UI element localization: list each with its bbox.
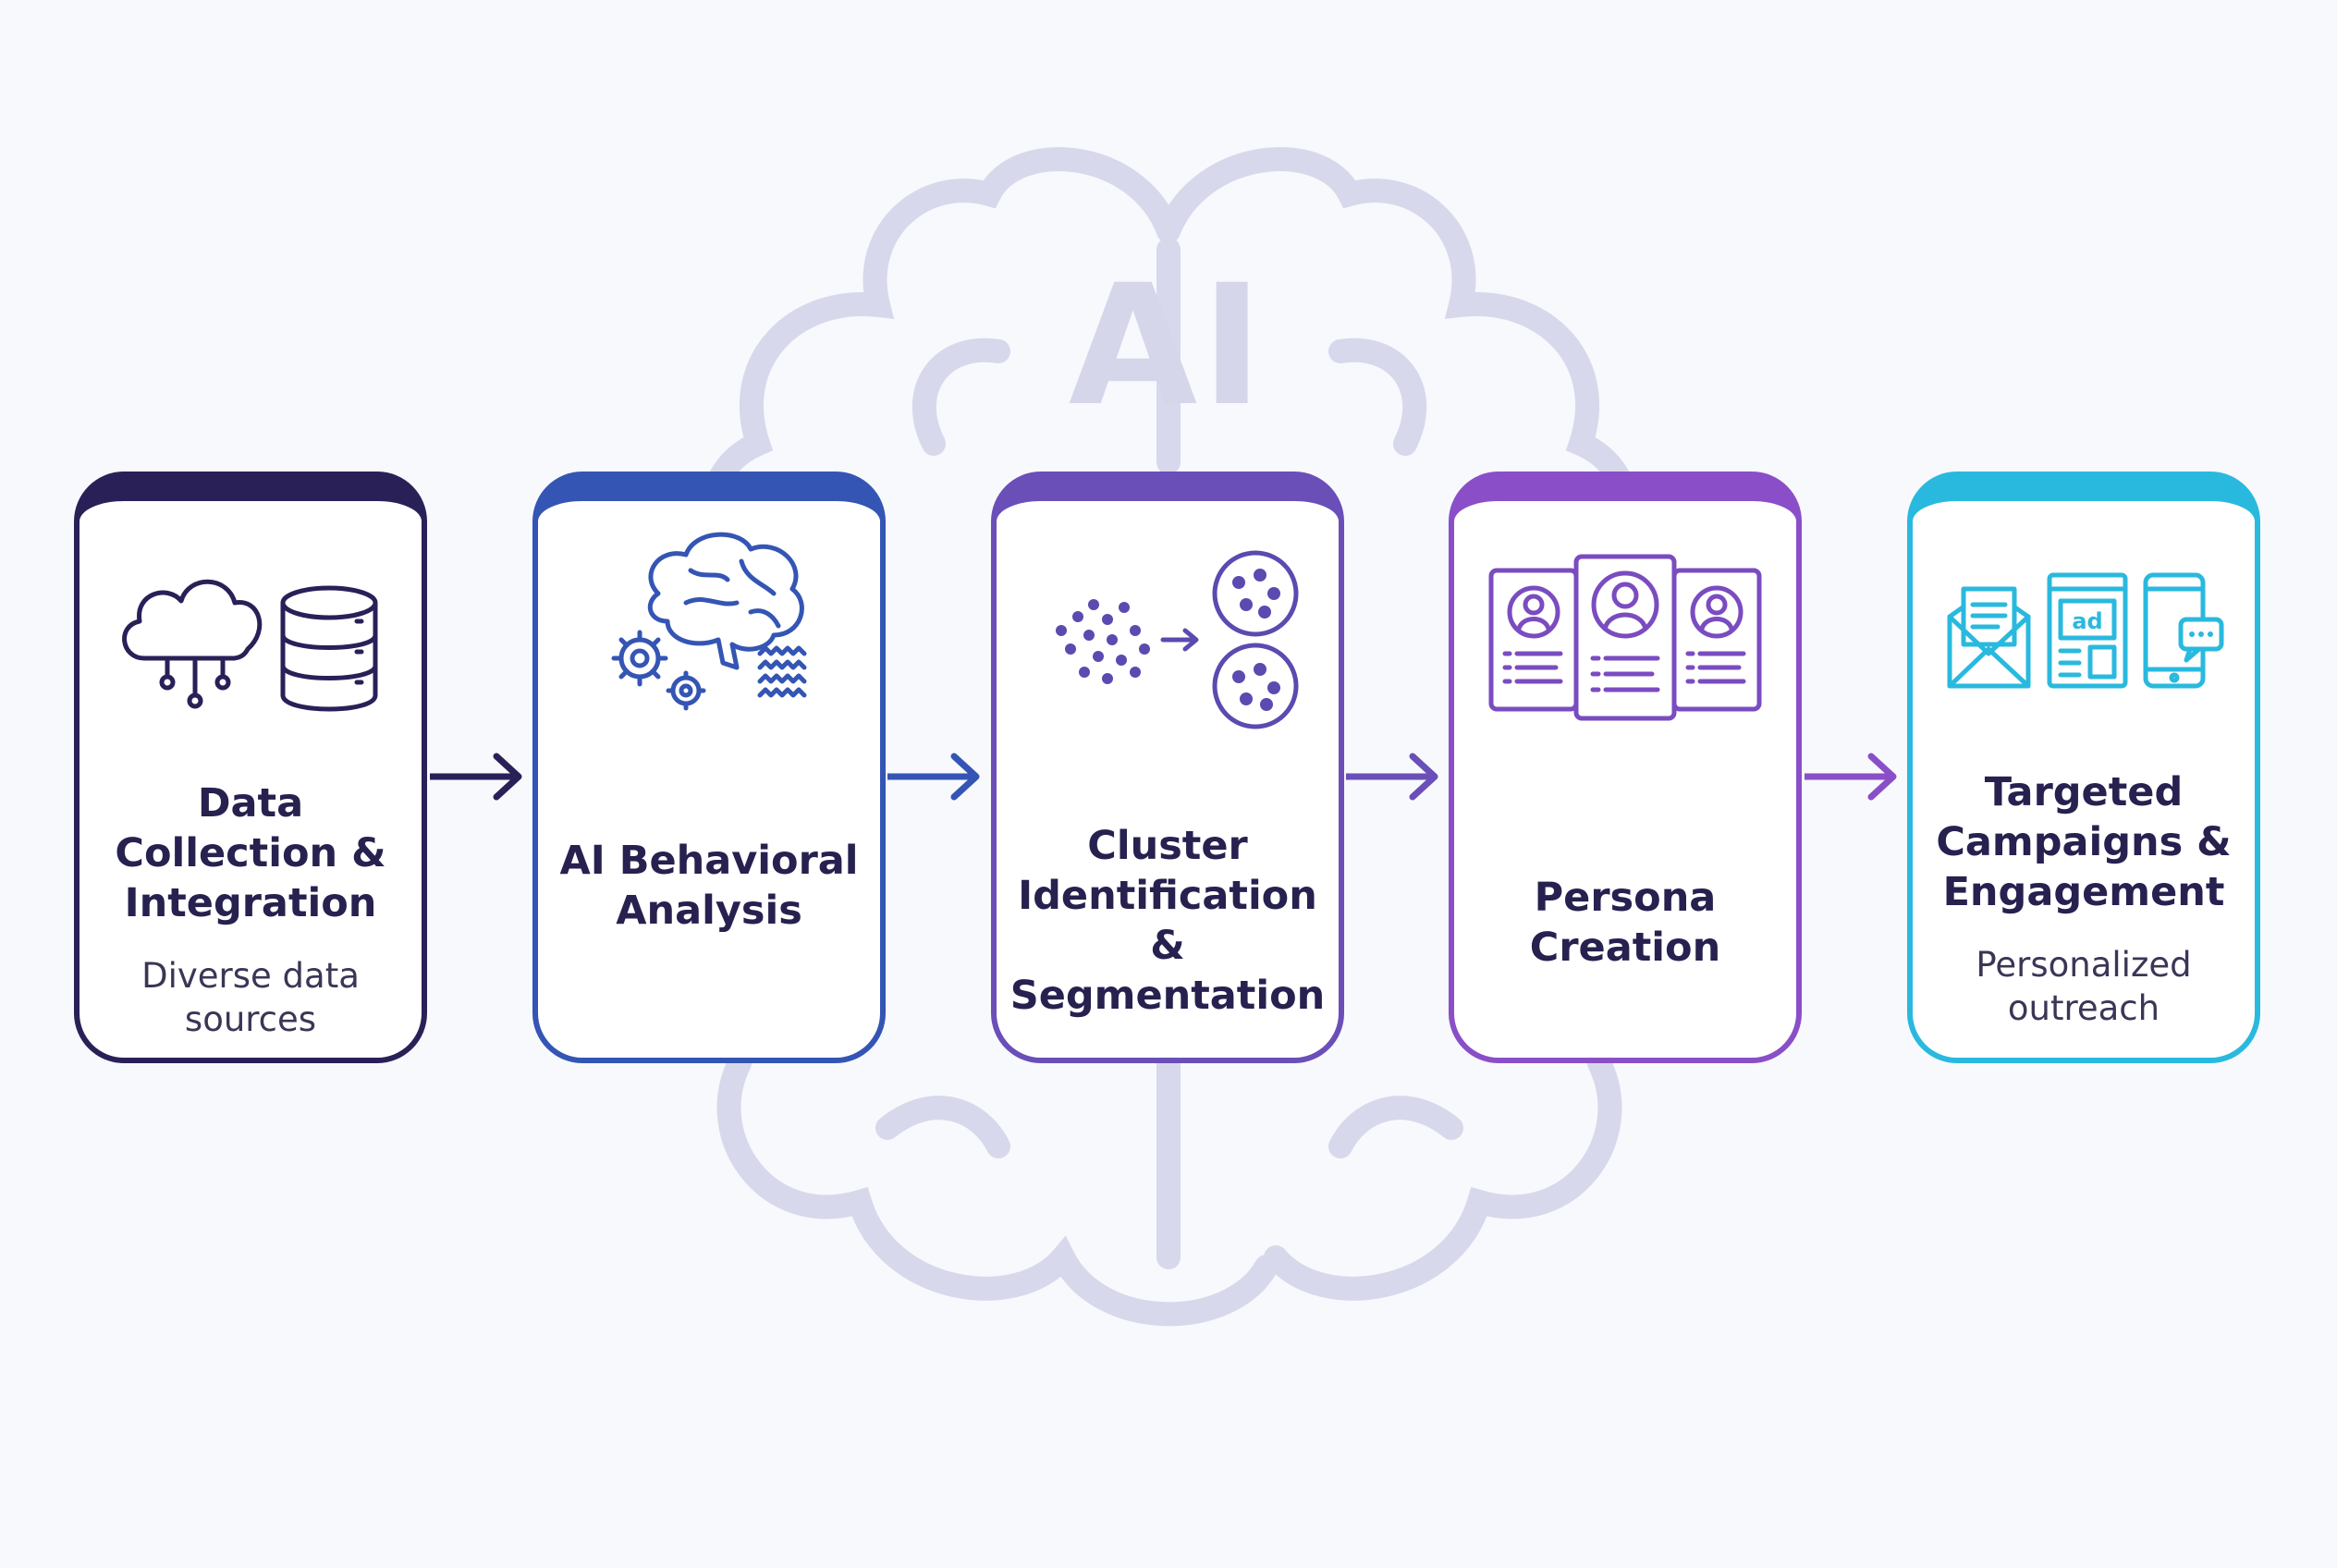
cloud-database-icon bbox=[122, 579, 378, 712]
persona-cards-icon bbox=[1488, 554, 1762, 721]
stage-subtitle: Personalized outreach bbox=[1976, 945, 2192, 1028]
arrow-right-icon bbox=[1805, 753, 1897, 801]
arrow-right-icon bbox=[1346, 753, 1438, 801]
campaign-channels-icon: ad bbox=[1947, 572, 2224, 689]
stage-data-collection: Data Collection & Integration Diverse da… bbox=[74, 472, 427, 1063]
stage-title: Data Collection & Integration bbox=[115, 780, 386, 926]
stage-title: Persona Creation bbox=[1529, 875, 1721, 971]
arrow-right-icon bbox=[887, 753, 980, 801]
stage-cluster-segmentation: Cluster Identification & Segmentation bbox=[991, 472, 1344, 1063]
stage-title: Cluster Identification & Segmentation bbox=[1009, 823, 1326, 1019]
brain-gears-icon bbox=[611, 532, 807, 711]
stage-subtitle: Diverse data sources bbox=[141, 956, 360, 1039]
stage-ai-behavioral-analysis: AI Behavioral Analysis bbox=[532, 472, 886, 1063]
stage-title: Targeted Campaigns & Engagement bbox=[1936, 769, 2232, 915]
stage-targeted-campaigns: ad Targeted Campaigns & Engagement Perso… bbox=[1907, 472, 2260, 1063]
arrow-right-icon bbox=[430, 753, 522, 801]
stage-title: AI Behavioral Analysis bbox=[559, 838, 859, 934]
watermark-ai-text: AI bbox=[1068, 250, 1267, 443]
stage-persona-creation: Persona Creation bbox=[1449, 472, 1802, 1063]
ad-label: ad bbox=[2072, 608, 2102, 634]
cluster-icon bbox=[1056, 550, 1299, 729]
